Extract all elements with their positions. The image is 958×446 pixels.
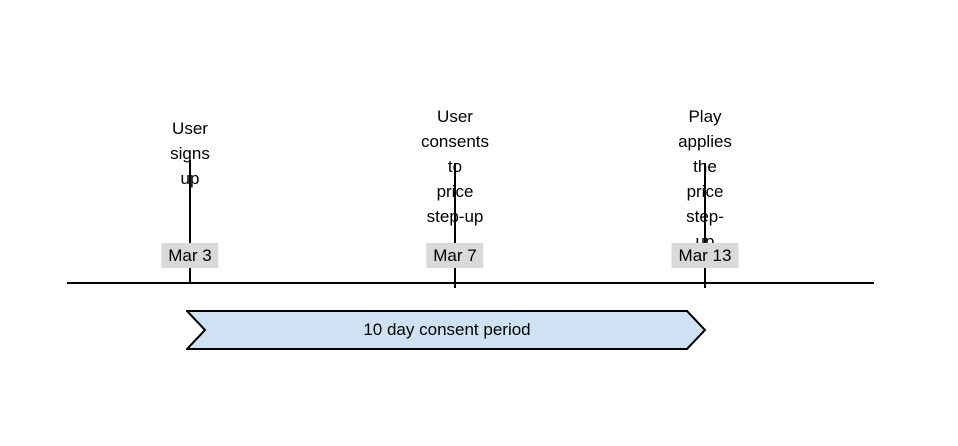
event-tick-line — [454, 163, 456, 288]
chevron-banner-graphic — [186, 310, 707, 350]
event-date-badge: Mar 13 — [671, 243, 739, 268]
chevron-shape — [186, 310, 707, 350]
event-date-badge: Mar 3 — [161, 243, 219, 268]
consent-period-banner: 10 day consent period — [186, 310, 708, 350]
event-tick-line — [704, 163, 706, 288]
consent-period-label: 10 day consent period — [363, 320, 531, 339]
timeline-axis — [67, 282, 874, 284]
event-label: User signs up — [170, 119, 210, 188]
event-tick-line — [189, 160, 191, 283]
event-date-badge: Mar 7 — [426, 243, 484, 268]
